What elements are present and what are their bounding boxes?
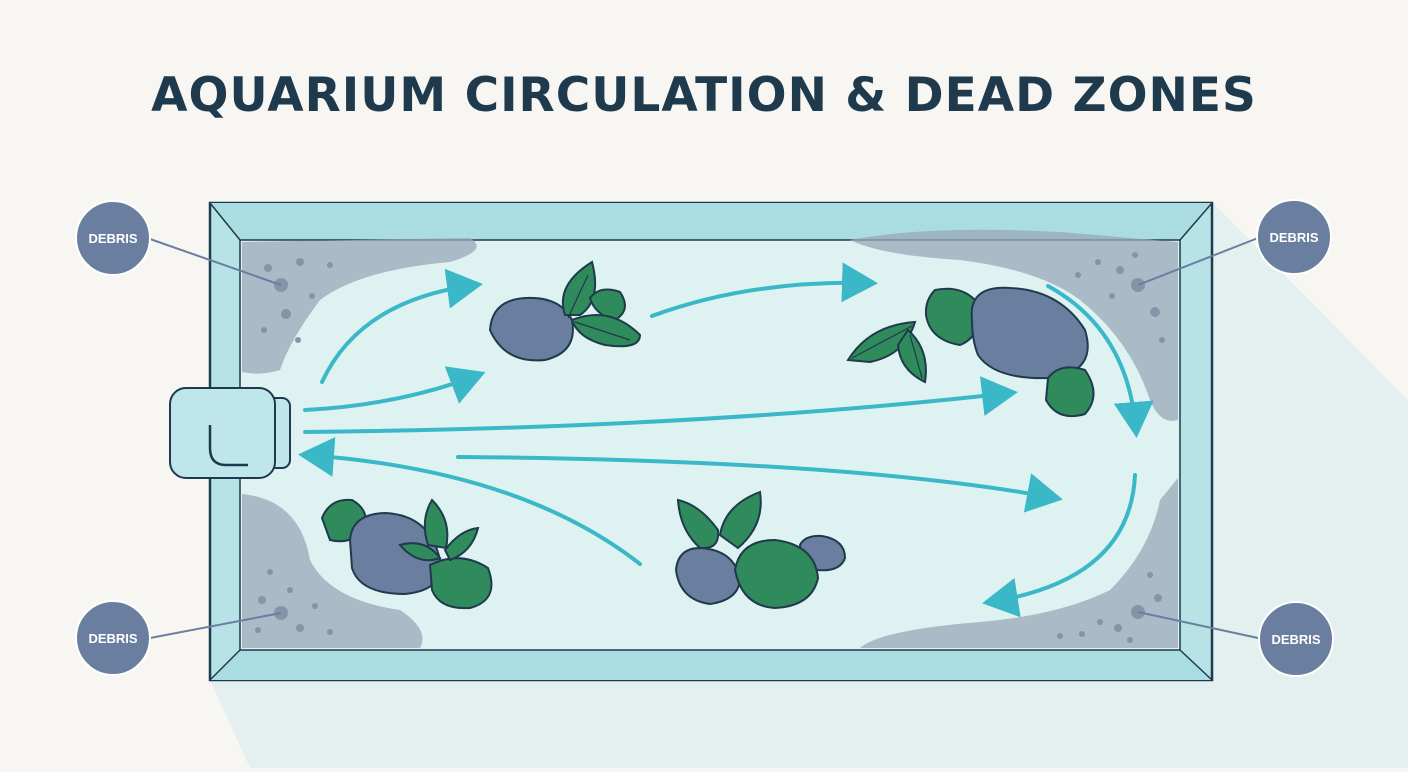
rock-plant-group-2 [846, 286, 1095, 418]
flow-arrow-icon [982, 473, 1137, 618]
dead-zone-top-right [850, 229, 1178, 421]
plant-icon [733, 538, 820, 610]
plant-icon [1044, 366, 1095, 418]
callout-label: DEBRIS [1271, 632, 1320, 647]
plant-icon [588, 288, 626, 322]
flow-arrow-icon [1046, 284, 1154, 438]
plant-icon [398, 542, 442, 562]
callout-bottom-right: DEBRIS [1137, 601, 1334, 677]
plant-icon [924, 287, 979, 347]
flow-arrow-icon [456, 455, 1063, 513]
flow-arrow-icon [303, 376, 1018, 434]
plant-icon [570, 314, 642, 348]
flow-arrows [298, 262, 1154, 618]
callout-label: DEBRIS [88, 231, 137, 246]
callout-label: DEBRIS [1269, 230, 1318, 245]
rock-plant-group-4 [674, 490, 847, 610]
plant-icon [423, 498, 449, 550]
plant-icon [443, 526, 480, 562]
rock-plant-group-1 [488, 260, 642, 362]
flow-arrow-icon [320, 268, 483, 384]
callout-top-left: DEBRIS [75, 200, 282, 286]
plant-icon [561, 260, 596, 316]
plant-icon [718, 490, 762, 550]
flow-arrow-icon [298, 437, 642, 566]
rock-plant-group-3 [320, 498, 493, 610]
filter-outlet-icon [169, 387, 291, 479]
callout-top-right: DEBRIS [1137, 199, 1332, 286]
flow-arrow-icon [303, 366, 486, 412]
plant-icon [428, 557, 493, 610]
page-title: AQUARIUM CIRCULATION & DEAD ZONES [151, 68, 1257, 123]
callout-label: DEBRIS [88, 631, 137, 646]
flow-arrow-icon [650, 262, 878, 318]
plant-icon [676, 498, 720, 550]
rock-icon [970, 286, 1089, 380]
callout-bottom-left: DEBRIS [75, 600, 282, 676]
